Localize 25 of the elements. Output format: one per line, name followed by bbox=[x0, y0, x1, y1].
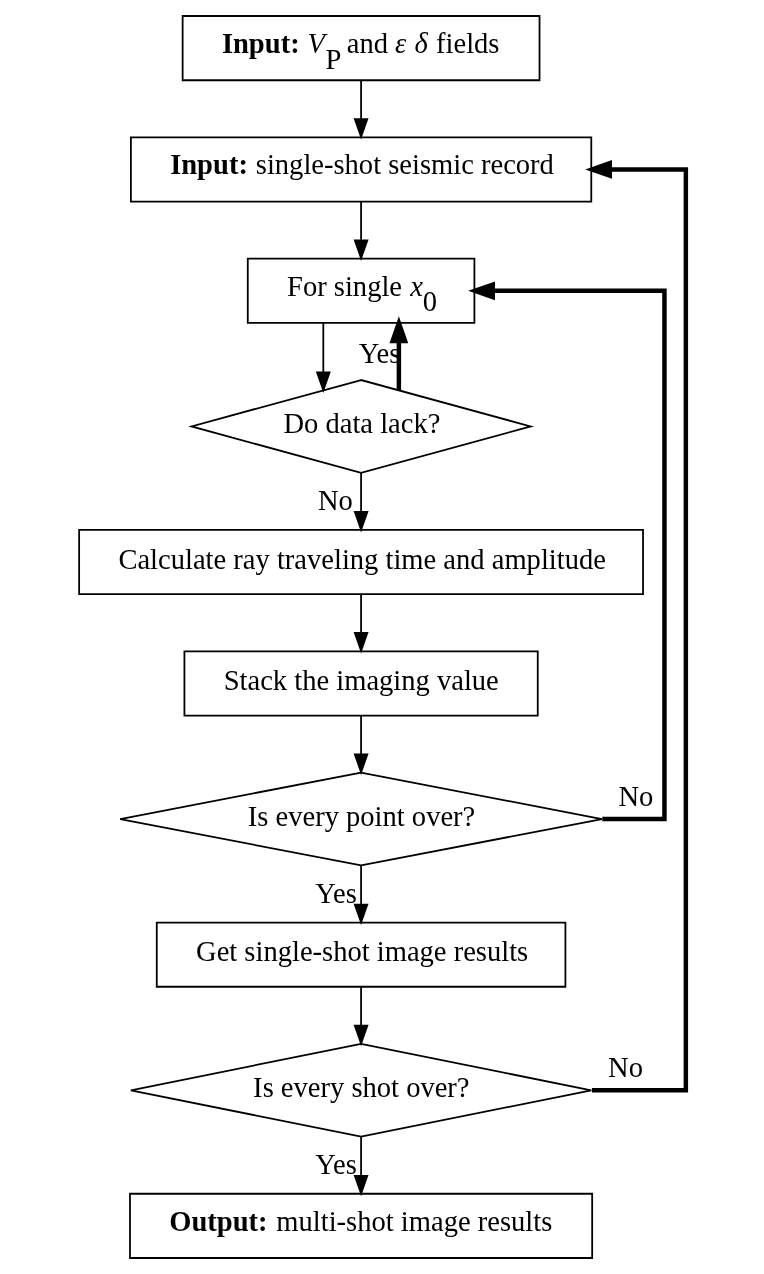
node-box: Stack the imaging value bbox=[183, 650, 539, 717]
arrow bbox=[584, 160, 688, 1093]
arrow bbox=[467, 281, 667, 822]
node-box: Get single-shot image results bbox=[155, 921, 566, 988]
node-box: Output: multi-shot image results bbox=[128, 1192, 593, 1259]
edge-label: No bbox=[617, 781, 653, 813]
edge-label: No bbox=[607, 1052, 643, 1084]
node-box: Calculate ray traveling time and amplitude bbox=[77, 529, 644, 596]
arrow bbox=[353, 864, 369, 926]
node-box: Input: single-shot seismic record bbox=[129, 136, 592, 203]
edge-label: Yes bbox=[314, 1148, 357, 1180]
edge-label: Yes bbox=[314, 877, 357, 909]
arrow bbox=[353, 593, 369, 654]
node-diamond: Do data lack? bbox=[187, 379, 534, 474]
arrow bbox=[353, 79, 369, 140]
node-diamond: Is every shot over? bbox=[129, 1042, 592, 1138]
arrow bbox=[353, 201, 369, 261]
edge-label: No bbox=[317, 484, 353, 516]
arrow bbox=[353, 1136, 369, 1197]
arrow bbox=[388, 316, 408, 391]
arrow bbox=[315, 322, 331, 393]
arrow bbox=[353, 714, 369, 775]
arrow bbox=[353, 985, 369, 1047]
node-diamond: Is every point over? bbox=[118, 771, 603, 867]
arrow bbox=[353, 472, 369, 533]
